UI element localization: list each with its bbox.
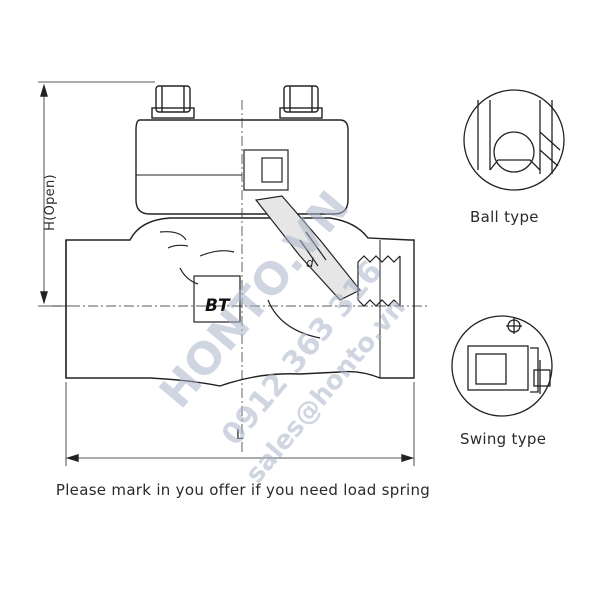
ball-type-detail: [463, 89, 565, 191]
length-dimension-line: [65, 382, 415, 466]
valve-body: [65, 217, 415, 387]
load-spring-note: Please mark in you offer if you need loa…: [55, 481, 431, 499]
swing-type-label: Swing type: [460, 430, 547, 448]
bolt-right: [279, 85, 323, 119]
bonnet: [135, 119, 349, 215]
ball-type-label: Ball type: [470, 208, 539, 226]
internal-section: [159, 149, 401, 339]
brand-mark: BT: [205, 296, 230, 316]
height-dimension-line: [38, 81, 155, 307]
bore-dimension-label: d: [306, 256, 314, 270]
height-dimension-label: H(Open): [42, 174, 58, 231]
swing-type-detail: [451, 315, 553, 417]
length-dimension-label: L: [236, 428, 244, 443]
bolt-left: [151, 85, 195, 119]
